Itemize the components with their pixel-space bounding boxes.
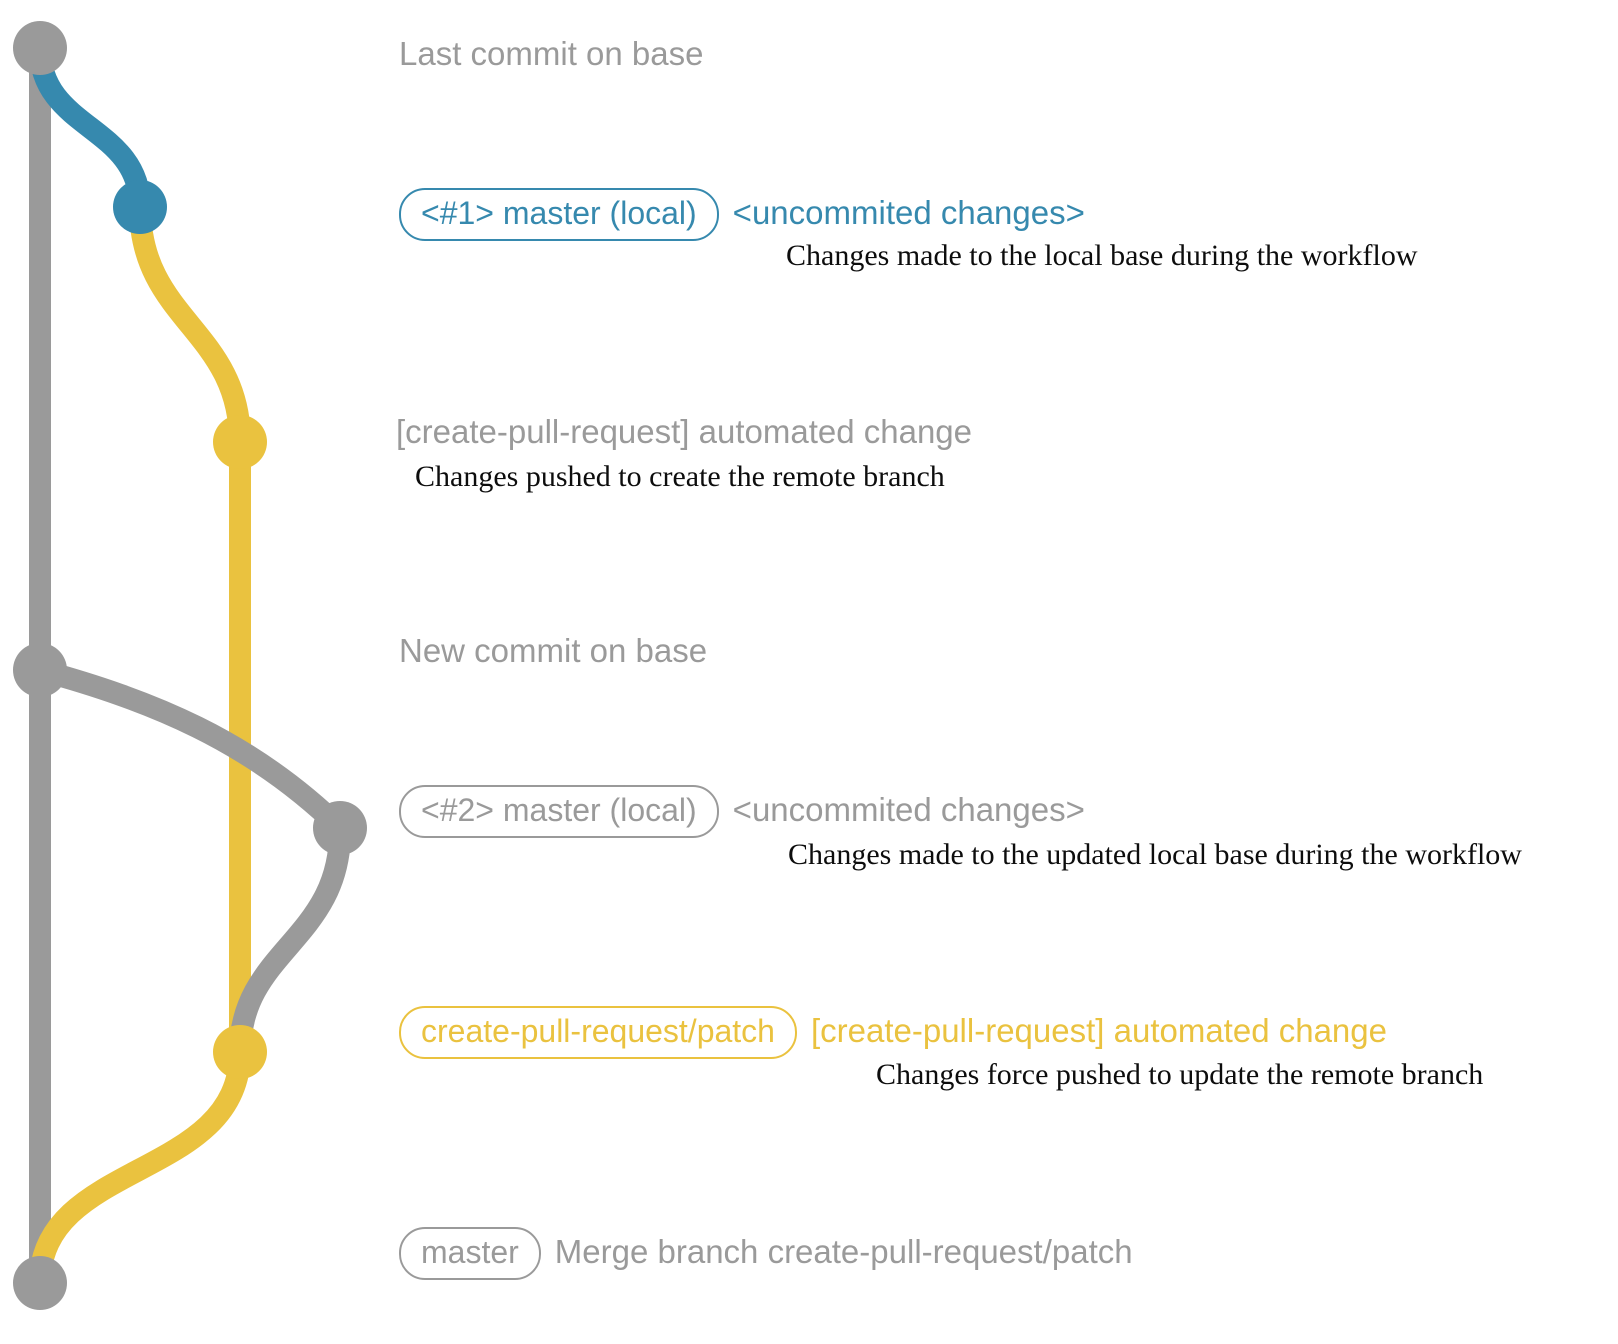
node-patch-2[interactable] (213, 1025, 267, 1079)
commit-subject-master-local-2: <uncommited changes> (732, 791, 1085, 828)
patch-merge-line (29, 1041, 251, 1294)
commit-subject-automated-change-2: [create-pull-request] automated change (810, 1012, 1387, 1049)
commit-row-merge: master Merge branch create-pull-request/… (399, 1227, 1133, 1280)
commit-subject-new-commit-on-base: New commit on base (399, 632, 708, 669)
node-local-1[interactable] (113, 180, 167, 234)
commit-subject-automated-change-1: [create-pull-request] automated change (396, 413, 973, 450)
commit-subject-merge: Merge branch create-pull-request/patch (554, 1233, 1133, 1270)
node-base-second[interactable] (13, 643, 67, 697)
ref-chip-master-local-1[interactable]: <#1> master (local) (399, 188, 719, 241)
commit-note-master-local-1: Changes made to the local base during th… (786, 239, 1418, 272)
node-patch-1[interactable] (213, 415, 267, 469)
local-branch-line-1 (29, 37, 151, 218)
node-local-2[interactable] (313, 801, 367, 855)
patch-branch-line-1 (129, 196, 251, 453)
commit-note-master-local-2: Changes made to the updated local base d… (788, 838, 1522, 871)
commit-subject-master-local-1: <uncommited changes> (732, 194, 1085, 231)
commit-subject-last-commit-on-base: Last commit on base (399, 35, 704, 72)
ref-chip-master[interactable]: master (399, 1227, 541, 1280)
commit-row-automated-change-2: create-pull-request/patch [create-pull-r… (399, 1006, 1387, 1059)
node-base-first[interactable] (13, 21, 67, 75)
local-branch-line-2 (29, 659, 351, 839)
ref-chip-create-pull-request-patch[interactable]: create-pull-request/patch (399, 1006, 797, 1059)
commit-row-master-local-1: <#1> master (local) <uncommited changes> (399, 188, 1085, 241)
node-merge[interactable] (13, 1256, 67, 1310)
commit-note-automated-change-1: Changes pushed to create the remote bran… (415, 460, 945, 493)
commit-row-master-local-2: <#2> master (local) <uncommited changes> (399, 785, 1085, 838)
local-to-patch-line-2 (229, 817, 352, 1063)
ref-chip-master-local-2[interactable]: <#2> master (local) (399, 785, 719, 838)
commit-note-automated-change-2: Changes force pushed to update the remot… (876, 1058, 1484, 1091)
